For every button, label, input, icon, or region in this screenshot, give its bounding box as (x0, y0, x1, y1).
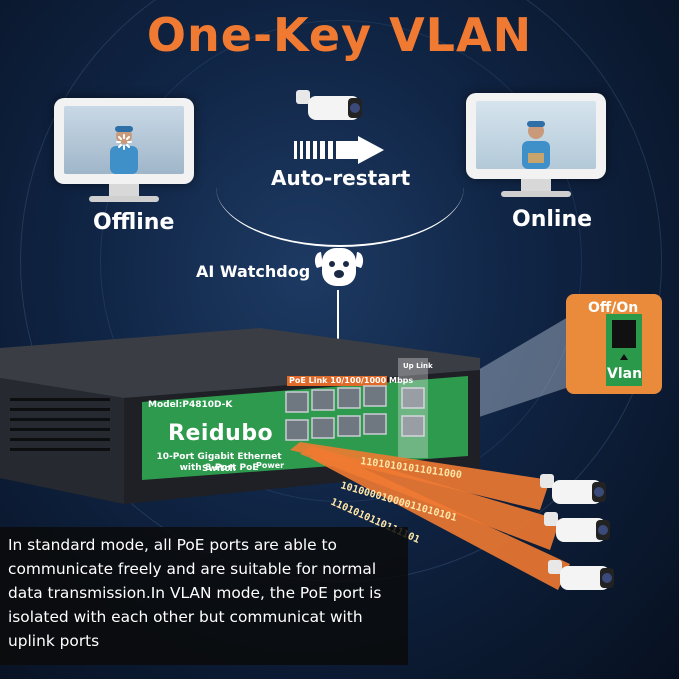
page-title: One-Key VLAN (146, 8, 533, 62)
switch-description: 10-Port Gigabit Ethernet Switch (156, 452, 282, 474)
monitor-base (501, 191, 571, 197)
online-label: Online (512, 207, 593, 232)
monitor-screen (64, 106, 184, 174)
offline-label: Offline (93, 210, 175, 235)
camera-icon (540, 474, 606, 504)
background-ring (100, 20, 582, 502)
monitor-stand (109, 184, 139, 198)
description-box: In standard mode, all PoE ports are able… (0, 527, 408, 665)
dip-switch-zoom (566, 294, 662, 394)
person-icon (522, 121, 550, 169)
brand-logo: Reidubo (168, 421, 274, 446)
description-text: In standard mode, all PoE ports are able… (8, 536, 382, 650)
model-label: Model:P4810D-K (148, 400, 233, 410)
connection-arc (216, 95, 464, 247)
monitor-base (89, 196, 159, 202)
vlan-switch-label: Vlan (607, 366, 643, 382)
power-label: Power (256, 461, 285, 470)
ai-watchdog-label: AI Watchdog (196, 262, 311, 281)
off-on-label: Off/On (588, 300, 639, 316)
offline-monitor (54, 98, 194, 202)
watchdog-line (337, 290, 339, 380)
monitor-screen (476, 101, 596, 169)
uplink-label: Up Link (403, 362, 433, 370)
monitor-stand (521, 179, 551, 193)
dog-icon (314, 248, 364, 286)
loading-spinner-icon (116, 134, 132, 150)
camera-icon (544, 512, 610, 542)
camera-icon (548, 560, 614, 590)
switch-description-2: with 8-Port PoE (179, 463, 259, 473)
online-monitor (466, 93, 606, 197)
poe-link-label: PoE Link 10/100/1000 Mbps (289, 376, 414, 385)
